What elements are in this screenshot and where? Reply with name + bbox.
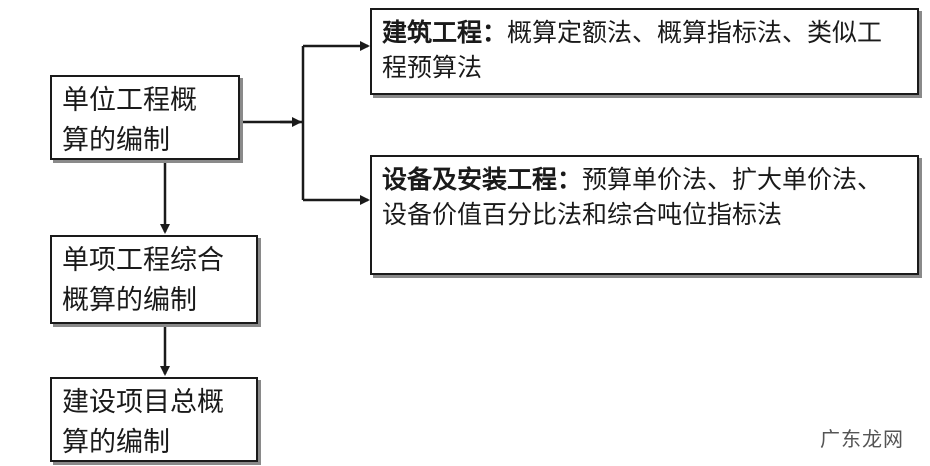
project-estimate-box: 建设项目总概 算的编制: [50, 377, 258, 462]
construction-title: 建筑工程：: [382, 18, 508, 47]
equipment-methods-box: 设备及安装工程：预算单价法、扩大单价法、设备价值百分比法和综合吨位指标法: [370, 155, 919, 275]
equipment-methods-text: 预算单价法、扩大单价法、设备价值百分比法和综合吨位指标法: [382, 165, 883, 229]
item-estimate-line2: 概算的编制: [62, 285, 197, 316]
project-estimate-line1: 建设项目总概: [62, 387, 224, 418]
construction-methods-box: 建筑工程：概算定额法、概算指标法、类似工程预算法: [370, 8, 919, 95]
unit-estimate-line2: 算的编制: [62, 125, 170, 156]
watermark-logo: 广东龙网: [820, 427, 904, 451]
item-estimate-box: 单项工程综合 概算的编制: [50, 235, 258, 324]
equipment-title: 设备及安装工程：: [382, 165, 583, 194]
unit-estimate-line1: 单位工程概: [62, 85, 197, 116]
item-estimate-line1: 单项工程综合: [62, 245, 224, 276]
construction-methods-text: 概算定额法、概算指标法、类似工程预算法: [382, 18, 883, 82]
unit-estimate-box: 单位工程概 算的编制: [50, 75, 240, 160]
project-estimate-line2: 算的编制: [62, 427, 170, 458]
